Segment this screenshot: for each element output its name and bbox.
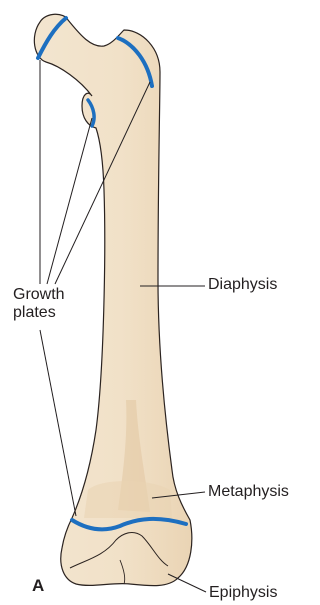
leader-line-epiphysis [168,574,206,592]
metaphysis-label: Metaphysis [208,483,289,501]
leader-line-growth-lesser [47,118,92,284]
panel-letter: A [32,576,44,596]
epiphysis-label: Epiphysis [209,584,277,602]
leader-line-growth-distal [40,330,76,516]
diaphysis-label: Diaphysis [208,276,277,294]
growth-plates-label: Growth plates [13,286,65,323]
growth-plates-label-text: Growth plates [13,286,65,321]
metaphysis-shading [84,481,172,518]
